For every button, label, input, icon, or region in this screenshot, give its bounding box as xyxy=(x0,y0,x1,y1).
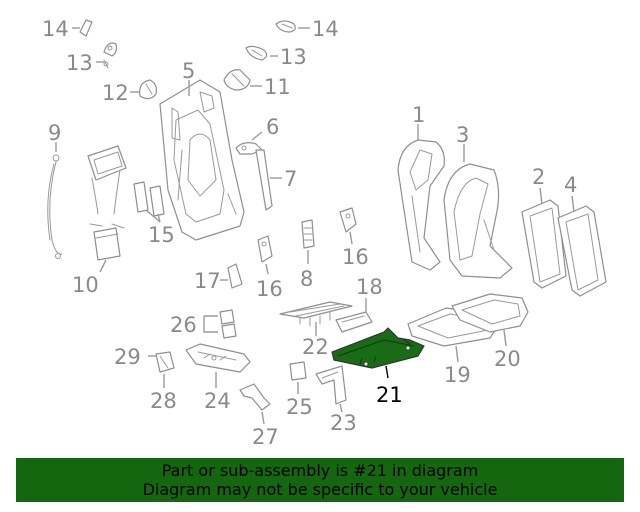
part-11 xyxy=(223,69,262,91)
callout-22: 22 xyxy=(302,335,329,359)
part-16-right xyxy=(339,207,357,245)
part-16-middle xyxy=(257,235,273,275)
part-24-trim xyxy=(185,343,251,388)
part-6 xyxy=(235,131,263,155)
part-27 xyxy=(239,383,271,425)
callout-12: 12 xyxy=(102,81,129,105)
callout-15: 15 xyxy=(148,223,175,247)
part-1-seatback xyxy=(397,124,445,271)
banner-line-2: Diagram may not be specific to your vehi… xyxy=(142,480,498,499)
part-8 xyxy=(301,219,315,264)
banner-line-1: Part or sub-assembly is #21 in diagram xyxy=(161,461,479,480)
part-7 xyxy=(255,149,282,211)
part-21-cushion-frame xyxy=(331,327,425,379)
callout-3: 3 xyxy=(456,123,469,147)
callout-8: 8 xyxy=(300,267,313,291)
part-13-right xyxy=(245,45,278,61)
parts-diagram: 14 14 13 13 12 11 5 6 7 9 10 15 16 16 8 … xyxy=(42,17,607,449)
part-15-brackets xyxy=(133,181,165,223)
part-9-cable xyxy=(47,142,63,259)
callout-11: 11 xyxy=(264,75,291,99)
callout-13-right: 13 xyxy=(280,45,307,69)
callout-10: 10 xyxy=(72,273,99,297)
part-25 xyxy=(289,361,307,394)
callout-1: 1 xyxy=(412,103,425,127)
part-10-lumbar xyxy=(87,145,127,273)
callout-23: 23 xyxy=(330,411,357,435)
part-18 xyxy=(335,298,373,333)
callout-16-right: 16 xyxy=(342,245,369,269)
part-26-clips xyxy=(203,309,237,339)
callout-4: 4 xyxy=(564,173,577,197)
callout-14-right: 14 xyxy=(312,17,339,41)
part-20-cushion xyxy=(451,293,529,347)
part-12 xyxy=(130,79,157,100)
part-14-left xyxy=(72,19,93,37)
part-29-28 xyxy=(148,351,175,388)
callout-2: 2 xyxy=(532,165,545,189)
callout-9: 9 xyxy=(48,121,61,145)
part-5-seat-frame xyxy=(159,79,245,241)
callout-18: 18 xyxy=(356,275,383,299)
callout-6: 6 xyxy=(266,115,279,139)
callout-16-middle: 16 xyxy=(256,277,283,301)
callout-14-left: 14 xyxy=(42,17,69,41)
callout-28: 28 xyxy=(150,389,177,413)
info-banner: Part or sub-assembly is #21 in diagram D… xyxy=(16,458,624,502)
callout-25: 25 xyxy=(286,395,313,419)
part-3-seatback xyxy=(443,144,513,279)
part-17 xyxy=(220,263,243,289)
callout-5: 5 xyxy=(182,59,195,83)
part-13-left xyxy=(96,42,118,69)
callout-24: 24 xyxy=(204,389,231,413)
callout-13-left: 13 xyxy=(66,51,93,75)
callout-19: 19 xyxy=(444,363,471,387)
part-2-cover xyxy=(521,187,567,289)
part-22-springs xyxy=(279,301,353,336)
callout-21: 21 xyxy=(376,383,403,407)
callout-27: 27 xyxy=(252,425,279,449)
part-23-bracket xyxy=(315,365,347,413)
part-14-right xyxy=(275,20,310,33)
part-4-cover xyxy=(557,195,607,297)
callout-20: 20 xyxy=(494,347,521,371)
callout-17: 17 xyxy=(194,269,221,293)
callout-26: 26 xyxy=(170,313,197,337)
callout-29: 29 xyxy=(114,345,141,369)
callout-7: 7 xyxy=(284,167,297,191)
